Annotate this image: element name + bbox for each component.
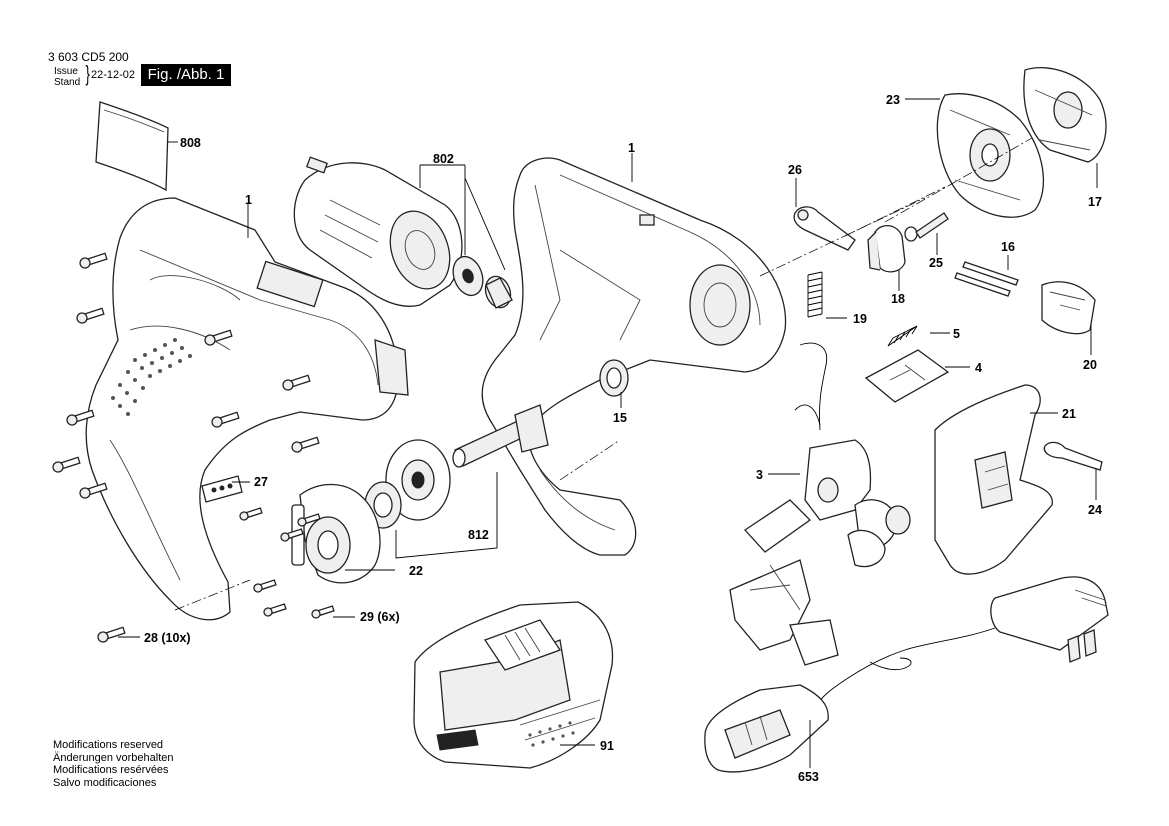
issue-label: Issue Stand bbox=[54, 66, 80, 88]
part-1-left-housing bbox=[85, 197, 409, 621]
label-802: 802 bbox=[433, 152, 454, 166]
label-29: 29 (6x) bbox=[360, 610, 400, 624]
part-18-clip bbox=[867, 225, 906, 273]
label-19: 19 bbox=[853, 312, 867, 326]
label-17: 17 bbox=[1088, 195, 1102, 209]
assembly-axes bbox=[174, 137, 1033, 611]
note-en: Modifications reserved bbox=[53, 739, 164, 751]
part-number: 3 603 CD5 200 bbox=[48, 50, 129, 64]
part-5-spring bbox=[887, 325, 918, 347]
part-23-front-cover bbox=[936, 93, 1045, 218]
label-27: 27 bbox=[254, 475, 268, 489]
issue-label-de: Stand bbox=[54, 77, 81, 88]
part-3-switch-assembly bbox=[729, 342, 911, 666]
note-de: Änderungen vorbehalten bbox=[53, 751, 174, 764]
part-22-gear-housing bbox=[291, 483, 381, 584]
part-1-right-housing bbox=[481, 157, 787, 556]
part-4-slide bbox=[864, 349, 950, 403]
modification-notes: Modifications reserved Änderungen vorbeh… bbox=[53, 739, 173, 789]
motor-pinion bbox=[484, 275, 513, 309]
note-es: Salvo modificaciones bbox=[53, 776, 157, 789]
part-26-lever bbox=[793, 206, 856, 251]
part-27-indicator bbox=[201, 475, 243, 503]
label-1-right: 1 bbox=[628, 141, 635, 155]
screws-29 bbox=[239, 507, 335, 619]
label-25: 25 bbox=[929, 256, 943, 270]
brace-glyph: } bbox=[85, 61, 90, 86]
part-21-rubber-pad bbox=[934, 384, 1053, 575]
part-16-rods bbox=[954, 261, 1019, 297]
label-18: 18 bbox=[891, 292, 905, 306]
note-fr: Modifications resérvées bbox=[53, 764, 169, 776]
part-labels: 808 1 802 1 23 17 26 16 25 18 19 20 5 4 … bbox=[144, 93, 1102, 784]
part-24-key bbox=[1043, 441, 1103, 471]
motor-bearing bbox=[452, 255, 484, 297]
part-25-pin bbox=[904, 212, 949, 242]
label-26: 26 bbox=[788, 163, 802, 177]
leader-lines bbox=[118, 98, 1098, 768]
label-28: 28 (10x) bbox=[144, 631, 191, 645]
label-20: 20 bbox=[1083, 358, 1097, 372]
part-91-battery bbox=[413, 601, 614, 769]
label-3: 3 bbox=[756, 468, 763, 482]
label-4: 4 bbox=[975, 361, 982, 375]
figure-label: Fig. /Abb. 1 bbox=[141, 64, 231, 86]
issue-date: 22-12-02 bbox=[91, 69, 136, 81]
label-91: 91 bbox=[600, 739, 614, 753]
screws-28 bbox=[52, 252, 320, 643]
part-17-gear-cover bbox=[1023, 66, 1107, 163]
label-15: 15 bbox=[613, 411, 627, 425]
label-21: 21 bbox=[1062, 407, 1076, 421]
issue-label-en: Issue bbox=[54, 66, 78, 77]
part-19-spring bbox=[807, 271, 823, 318]
label-5: 5 bbox=[953, 327, 960, 341]
part-802-motor bbox=[293, 156, 513, 309]
label-23: 23 bbox=[886, 93, 900, 107]
label-1-left: 1 bbox=[245, 193, 252, 207]
label-653: 653 bbox=[798, 770, 819, 784]
label-808: 808 bbox=[180, 136, 201, 150]
part-20-lock bbox=[1041, 281, 1096, 335]
label-812: 812 bbox=[468, 528, 489, 542]
label-16: 16 bbox=[1001, 240, 1015, 254]
label-22: 22 bbox=[409, 564, 423, 578]
label-24: 24 bbox=[1088, 503, 1102, 517]
part-653-charger bbox=[704, 576, 1109, 773]
part-808-manual-sheet bbox=[95, 101, 169, 192]
part-812-gear-set bbox=[364, 404, 549, 529]
part-15-needle-bearing bbox=[599, 359, 629, 397]
